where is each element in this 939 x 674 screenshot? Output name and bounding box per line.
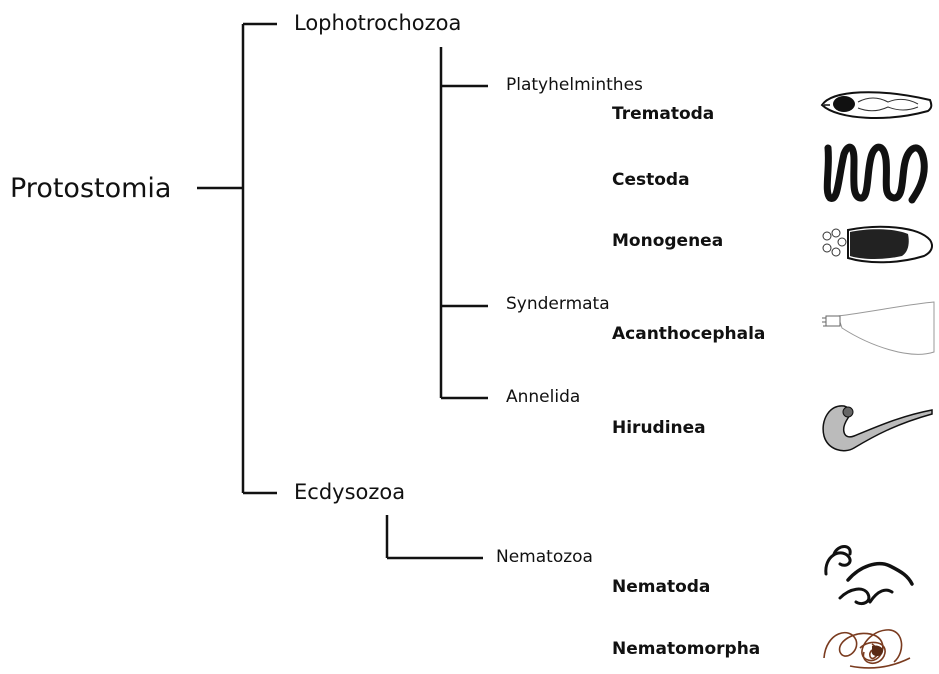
clade-label-syndermata: Syndermata [506,296,610,313]
group-label-ecdysozoa: Ecdysozoa [294,482,405,503]
group-label-lophotrochozoa: Lophotrochozoa [294,13,461,34]
cestode-icon [820,140,934,204]
horsehair-worm-icon [820,618,916,672]
taxon-label-nematomorpha: Nematomorpha [612,641,760,658]
monogenean-icon [818,222,934,266]
nematode-icon [820,540,916,610]
trematode-icon [818,82,934,128]
clade-label-nematozoa: Nematozoa [496,549,593,566]
taxon-label-nematoda: Nematoda [612,579,710,596]
taxon-label-hirudinea: Hirudinea [612,420,706,437]
clade-label-annelida: Annelida [506,389,580,406]
leech-icon [814,400,936,456]
clade-label-platyhelminthes: Platyhelminthes [506,77,643,94]
taxon-label-trematoda: Trematoda [612,106,714,123]
taxon-label-acanthocephala: Acanthocephala [612,326,765,343]
root-label: Protostomia [10,175,171,202]
taxon-label-monogenea: Monogenea [612,233,723,250]
acanthocephalan-icon [820,298,936,364]
taxon-label-cestoda: Cestoda [612,172,690,189]
